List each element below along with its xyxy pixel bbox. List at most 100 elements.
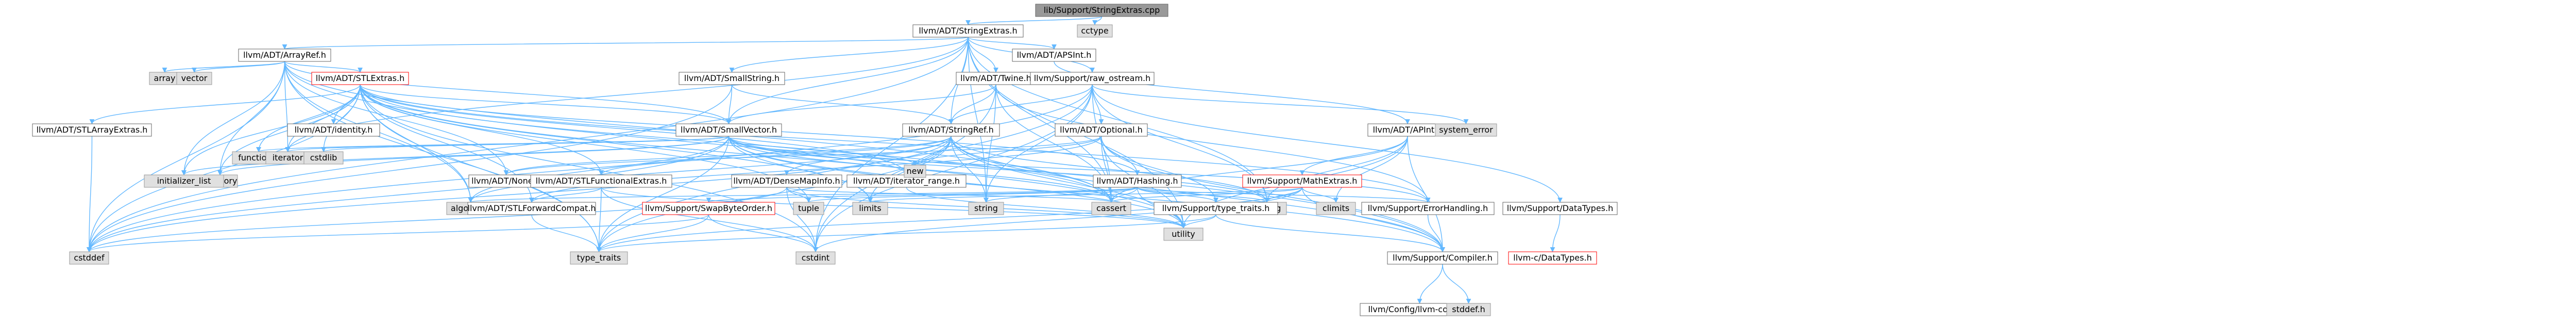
node-box [1077, 24, 1113, 38]
node-stringref[interactable]: llvm/ADT/StringRef.h [902, 123, 1000, 137]
node-array: array [149, 72, 180, 85]
node-box [1446, 303, 1491, 316]
edge-support-type-traits-to-type-traits [596, 214, 1216, 252]
node-label: llvm/ADT/Twine.h [960, 73, 1031, 83]
node-cstdint: cstdint [795, 251, 836, 265]
node-identity[interactable]: llvm/ADT/identity.h [287, 123, 380, 137]
node-box [1012, 49, 1096, 62]
node-new: new [904, 165, 926, 178]
node-box [570, 251, 628, 265]
edge-densemapinfo-to-cstdint [786, 187, 818, 252]
node-compiler[interactable]: llvm/Support/Compiler.h [1387, 251, 1498, 265]
edge-twine-to-string [984, 84, 996, 203]
node-box [265, 151, 310, 165]
edge-mathextras-to-limits [868, 187, 1303, 203]
node-stlarrayextras[interactable]: llvm/ADT/STLArrayExtras.h [32, 123, 152, 137]
node-label: string [974, 203, 998, 213]
edge-arrayref-to-vector [192, 61, 285, 73]
node-label: llvm/ADT/STLForwardCompat.h [468, 203, 596, 213]
node-box [793, 202, 824, 215]
edge-raw-ostream-to-system-error [1092, 84, 1469, 124]
edge-stringref-to-cstddef [87, 136, 952, 252]
edge-compiler-to-llvm-config [1417, 264, 1443, 304]
node-label: cassert [1096, 203, 1126, 213]
node-box [238, 49, 331, 62]
edge-optional-to-support-type-traits [1100, 136, 1218, 203]
node-box [1093, 174, 1182, 188]
node-label: llvm/ADT/StringRef.h [908, 125, 993, 135]
edge-stringref-to-string [951, 136, 989, 203]
edge-stlextras-to-type-traits [360, 84, 602, 252]
node-label: limits [859, 203, 882, 213]
node-label: llvm/ADT/Hashing.h [1096, 176, 1178, 186]
node-box [904, 165, 926, 178]
edge-stlextras-to-stlarrayextras [89, 84, 361, 124]
node-datatypes[interactable]: llvm/Support/DataTypes.h [1502, 202, 1618, 215]
edge-raw-ostream-to-cstddef [87, 84, 1093, 252]
edge-optional-to-new [912, 136, 1102, 166]
edge-swapbyteorder-to-cstdint [708, 214, 818, 252]
node-smallvector[interactable]: llvm/ADT/SmallVector.h [675, 123, 782, 137]
edge-stringextras-to-arrayref [282, 37, 969, 50]
edge-raw-ostream-to-string [984, 84, 1093, 203]
node-vector: vector [176, 72, 212, 85]
node-stlextras[interactable]: llvm/ADT/STLExtras.h [311, 72, 409, 85]
edge-stringextras-to-cstring [968, 37, 1269, 203]
node-stlfunctionalextras[interactable]: llvm/ADT/STLFunctionalExtras.h [530, 174, 672, 188]
edge-iterator-range-to-utility [906, 187, 1186, 229]
node-arrayref[interactable]: llvm/ADT/ArrayRef.h [238, 49, 331, 62]
node-smallstring[interactable]: llvm/ADT/SmallString.h [679, 72, 785, 85]
edge-stlfunctionalextras-to-stlforwardcompat [529, 187, 602, 203]
node-box [1055, 123, 1148, 137]
node-utility: utility [1163, 228, 1204, 241]
edge-smallstring-to-stringref [731, 84, 954, 124]
node-twine[interactable]: llvm/ADT/Twine.h [956, 72, 1036, 85]
edge-smallvector-to-compiler [728, 136, 1445, 252]
node-label: llvm/ADT/iterator_range.h [853, 176, 960, 186]
node-label: utility [1172, 229, 1195, 239]
node-optional[interactable]: llvm/ADT/Optional.h [1055, 123, 1148, 137]
node-box [956, 72, 1036, 85]
node-root[interactable]: lib/Support/StringExtras.cpp [1035, 4, 1168, 17]
node-label: tuple [798, 203, 819, 213]
node-label: new [906, 166, 923, 176]
node-stlforwardcompat[interactable]: llvm/ADT/STLForwardCompat.h [467, 202, 596, 215]
edge-stlarrayextras-to-cstddef [87, 136, 93, 252]
node-mathextras[interactable]: llvm/Support/MathExtras.h [1242, 174, 1362, 188]
node-densemapinfo[interactable]: llvm/ADT/DenseMapInfo.h [731, 174, 842, 188]
edge-stlfunctionalextras-to-cstdint [601, 187, 818, 252]
edge-apint-to-cstring [1264, 136, 1408, 203]
edge-stlfunctionalextras-to-utility [601, 187, 1186, 229]
node-apsint[interactable]: llvm/ADT/APSInt.h [1012, 49, 1096, 62]
edge-stlextras-to-functional [256, 84, 361, 152]
edge-compiler-to-stddef [1442, 264, 1471, 304]
edge-twine-to-stringref [948, 84, 996, 124]
edge-mathextras-to-climits [1301, 187, 1338, 203]
edge-stlextras-to-initializer-list [181, 84, 361, 175]
node-label: llvm/ADT/identity.h [295, 125, 373, 135]
node-hashing[interactable]: llvm/ADT/Hashing.h [1093, 174, 1182, 188]
node-stringextras[interactable]: llvm/ADT/StringExtras.h [912, 24, 1024, 38]
node-label: cctype [1081, 26, 1108, 36]
edge-stringref-to-stlfunctionalextras [599, 136, 952, 175]
node-support-type-traits[interactable]: llvm/Support/type_traits.h [1154, 202, 1278, 215]
node-raw-ostream[interactable]: llvm/Support/raw_ostream.h [1030, 72, 1155, 85]
node-llvmc-datatypes[interactable]: llvm-c/DataTypes.h [1508, 251, 1597, 265]
node-errorhandling[interactable]: llvm/Support/ErrorHandling.h [1361, 202, 1495, 215]
node-label: llvm/Support/ErrorHandling.h [1368, 203, 1488, 213]
edge-stlextras-to-smallvector [360, 84, 732, 124]
node-label: llvm/Support/type_traits.h [1162, 203, 1270, 214]
edge-smallvector-to-memory [217, 136, 730, 175]
node-box [1435, 123, 1497, 137]
edge-smallvector-to-type-traits [596, 136, 730, 252]
node-apint[interactable]: llvm/ADT/APInt.h [1367, 123, 1448, 137]
node-label: llvm/ADT/ArrayRef.h [243, 50, 326, 60]
node-box [902, 123, 1000, 137]
node-box [852, 202, 888, 215]
node-box [912, 24, 1024, 38]
edge-densemapinfo-to-tuple [786, 187, 811, 203]
node-label: llvm/Support/MathExtras.h [1247, 176, 1358, 186]
edge-stlextras-to-iterator-range [360, 84, 909, 175]
edge-stringextras-to-apsint [968, 37, 1057, 50]
node-swapbyteorder[interactable]: llvm/Support/SwapByteOrder.h [642, 202, 775, 215]
